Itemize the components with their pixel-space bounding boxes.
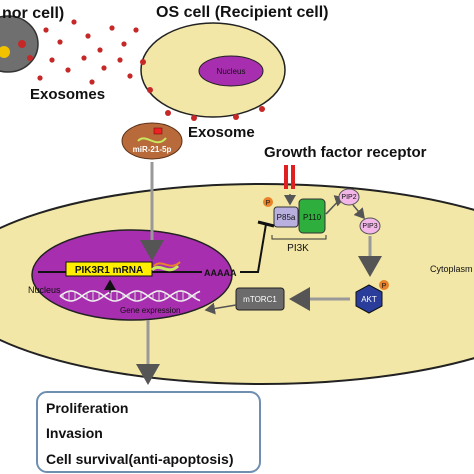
vesicle-dot bbox=[49, 57, 55, 63]
pik3r1-mrna-label: PIK3R1 mRNA bbox=[75, 265, 143, 276]
vesicle-dot bbox=[117, 57, 123, 63]
poly-a-label: AAAAA bbox=[204, 268, 237, 278]
vesicle-dot bbox=[97, 47, 103, 53]
donor-cell-label: nor cell) bbox=[2, 5, 64, 22]
vesicle-dot bbox=[127, 73, 133, 79]
mtorc1-label: mTORC1 bbox=[243, 295, 277, 304]
outcomes-box: Proliferation Invasion Cell survival(ant… bbox=[36, 391, 261, 473]
mirna-label: miR-21-5p bbox=[133, 145, 172, 154]
akt-label: AKT bbox=[361, 295, 377, 304]
exosome-cargo: miR-21-5p bbox=[121, 122, 183, 160]
exosomes-label: Exosomes bbox=[30, 86, 105, 103]
vesicle-dot bbox=[109, 25, 115, 31]
vesicle-dot bbox=[57, 39, 63, 45]
vesicle-dot bbox=[37, 75, 43, 81]
pip2-label: PIP2 bbox=[341, 194, 356, 201]
p85a-box bbox=[273, 206, 299, 228]
vesicle-dot bbox=[81, 55, 87, 61]
pi3k-complex: P85a P P110 PI3K bbox=[263, 194, 327, 254]
vesicle-dot bbox=[85, 33, 91, 39]
p85a-label: P85a bbox=[277, 213, 296, 222]
vesicle-dot bbox=[65, 67, 71, 73]
donor-cell bbox=[0, 15, 39, 73]
pip3-label: PIP3 bbox=[362, 223, 377, 230]
akt-node: AKT P bbox=[355, 280, 389, 314]
growth-factor-receptor-label: Growth factor receptor bbox=[264, 144, 427, 161]
vesicle-dot bbox=[43, 27, 49, 33]
recipient-nucleus bbox=[198, 55, 264, 87]
vesicle-dot bbox=[121, 41, 127, 47]
p85a-phospho-icon bbox=[263, 197, 273, 207]
exosome-label: Exosome bbox=[188, 124, 255, 141]
mtorc1-node: mTORC1 bbox=[235, 287, 285, 311]
vesicle-dot bbox=[71, 19, 77, 25]
pip3-node bbox=[359, 217, 381, 235]
akt-phospho-icon bbox=[379, 280, 389, 290]
recipient-cell: Nucleus bbox=[140, 22, 286, 121]
outcome-cell-survival: Cell survival(anti-apoptosis) bbox=[46, 451, 233, 467]
vesicle-dot bbox=[89, 79, 95, 85]
gene-expression-label: Gene expression bbox=[120, 306, 180, 315]
pip-cascade: PIP2 PIP3 bbox=[325, 188, 382, 277]
exosome-vesicles bbox=[37, 19, 139, 85]
vesicle-dot bbox=[133, 27, 139, 33]
p110-box bbox=[298, 198, 326, 234]
cytoplasm-label: Cytoplasm bbox=[430, 264, 473, 274]
p85a-phospho-label: P bbox=[266, 200, 271, 207]
outcome-invasion: Invasion bbox=[46, 425, 103, 441]
outcome-proliferation: Proliferation bbox=[46, 400, 128, 416]
dna-helix bbox=[59, 290, 201, 302]
pik3r1-mrna: PIK3R1 mRNA AAAAA bbox=[38, 261, 237, 278]
vesicle-dot bbox=[101, 65, 107, 71]
recipient-cell-label: OS cell (Recipient cell) bbox=[156, 4, 329, 21]
p110-label: P110 bbox=[303, 213, 322, 222]
pip2-node bbox=[338, 188, 360, 206]
recipient-nucleus-label: Nucleus bbox=[217, 67, 246, 76]
main-nucleus-label: Nucleus bbox=[28, 285, 61, 295]
akt-phospho-label: P bbox=[382, 283, 387, 290]
pi3k-label: PI3K bbox=[287, 243, 309, 254]
receptor bbox=[284, 165, 295, 189]
